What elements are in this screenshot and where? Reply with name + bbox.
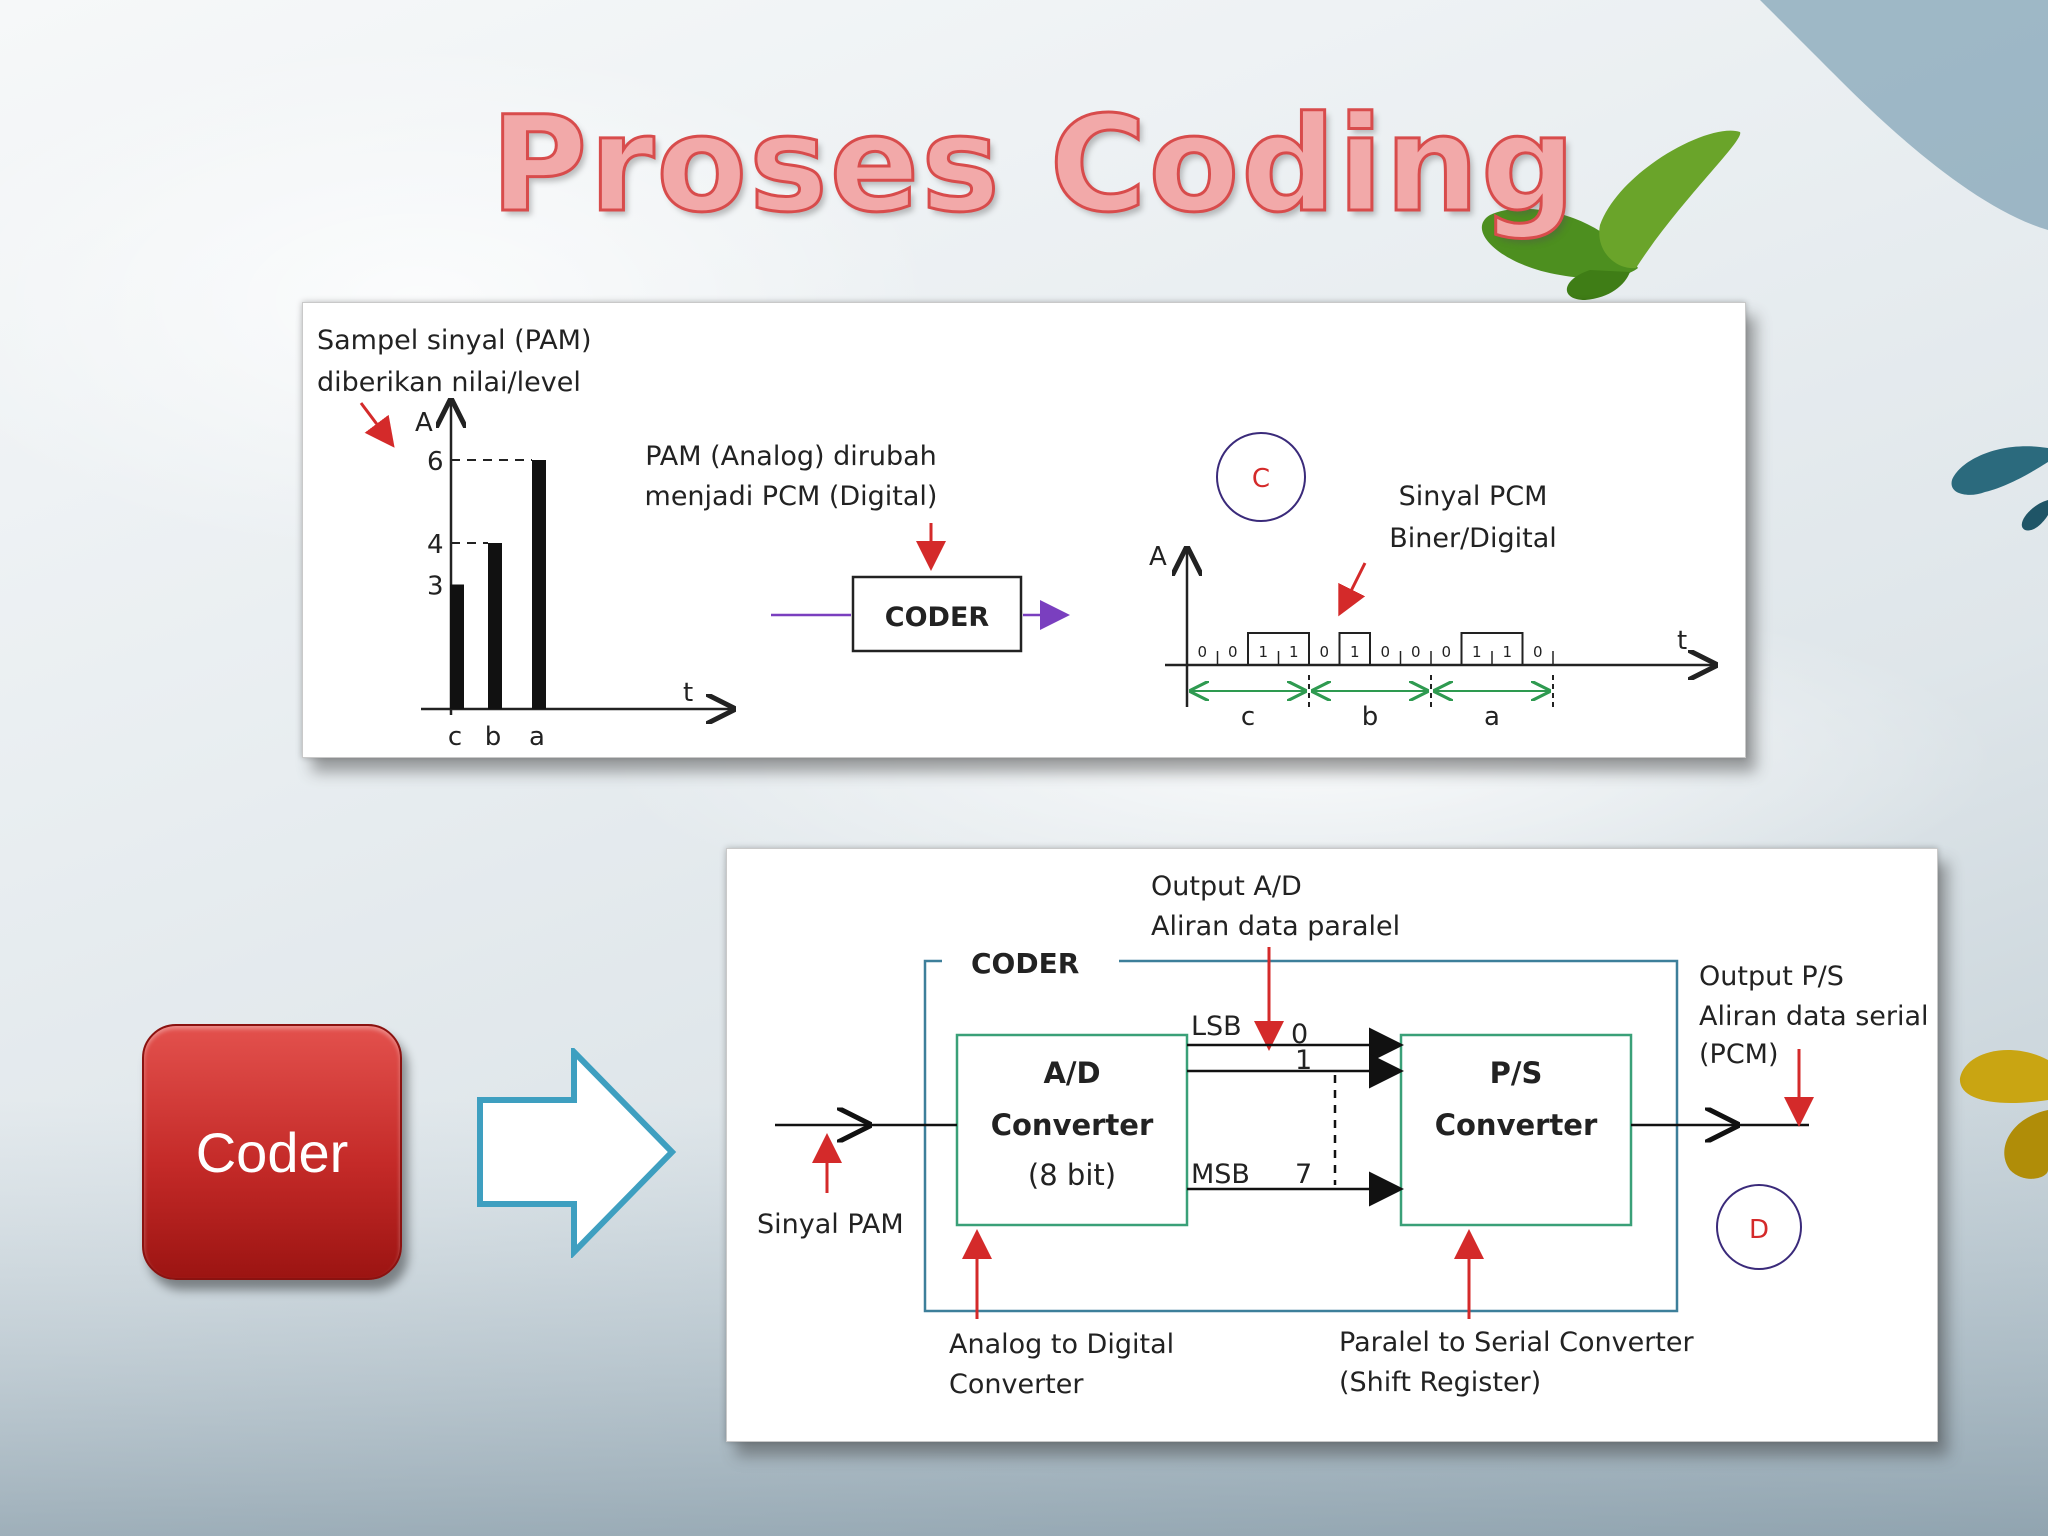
pcm-bit-label: 1 (1289, 643, 1299, 661)
pcm-note-line1: Sinyal PCM (1399, 481, 1548, 512)
pam-to-pcm-diagram: Sampel sinyal (PAM) diberikan nilai/leve… (317, 325, 1745, 752)
ps-note-line1: Paralel to Serial Converter (1339, 1327, 1694, 1358)
pam-level-label-6: 6 (427, 447, 444, 477)
pcm-bit-label: 0 (1197, 643, 1207, 661)
pam-level-guides: 6 4 3 (427, 447, 532, 602)
pcm-bit-label: 1 (1258, 643, 1268, 661)
output-ps-line3: (PCM) (1699, 1039, 1779, 1070)
pcm-waveform (1187, 632, 1553, 666)
pam-bar-c (450, 584, 464, 709)
bit0-label: 0 (1291, 1019, 1308, 1050)
adc-note-line2: Converter (949, 1369, 1084, 1400)
output-ad-line2: Aliran data paralel (1151, 911, 1400, 942)
bit7-label: 7 (1295, 1159, 1312, 1190)
output-ad-line1: Output A/D (1151, 871, 1302, 902)
pcm-bit-label: 0 (1533, 643, 1543, 661)
coder-note-line2: menjadi PCM (Digital) (645, 481, 938, 512)
pcm-axis-t-label: t (1677, 626, 1687, 656)
lsb-label: LSB (1191, 1011, 1242, 1042)
pcm-axis-a-label: A (1149, 542, 1167, 572)
green-butterfly-icon (1481, 130, 1741, 300)
pam-axis-a-label: A (415, 408, 433, 438)
coder-frame-label: CODER (971, 947, 1079, 980)
ad-converter-line3: (8 bit) (1028, 1158, 1116, 1192)
marker-d-circle (1716, 1184, 1802, 1270)
pcm-bit-label: 0 (1441, 643, 1451, 661)
pam-bar-a (532, 460, 546, 709)
pcm-group-label-c: c (1241, 702, 1255, 732)
sample-note-line1: Sampel sinyal (PAM) (317, 325, 592, 356)
pcm-bit-label: 1 (1502, 643, 1512, 661)
pcm-bit-train: 0 0 1 1 0 1 0 0 0 1 1 0 (1187, 632, 1554, 666)
pcm-bit-label: 0 (1228, 643, 1238, 661)
sinyal-pam-label: Sinyal PAM (757, 1209, 904, 1240)
pam-bar-label-c: c (448, 722, 462, 752)
coder-button[interactable]: Coder (142, 1024, 402, 1280)
pcm-bit-label: 1 (1350, 643, 1360, 661)
pcm-group-label-a: a (1484, 702, 1500, 732)
pcm-bit-label: 0 (1380, 643, 1390, 661)
yellow-butterfly-icon (1959, 1049, 2048, 1179)
pcm-note-line2: Biner/Digital (1389, 523, 1557, 554)
coder-block-diagram: CODER Output A/D Aliran data paralel A/D… (757, 871, 1929, 1400)
bit1-label: 1 (1295, 1045, 1312, 1076)
marker-d-label: D (1749, 1215, 1769, 1245)
sample-note-arrow (359, 402, 395, 448)
msb-label: MSB (1191, 1159, 1250, 1190)
adc-note-line1: Analog to Digital (949, 1329, 1174, 1360)
pam-to-pcm-panel: Sampel sinyal (PAM) diberikan nilai/leve… (302, 302, 1746, 758)
right-arrow-icon (477, 1048, 677, 1258)
pam-bar-b (488, 543, 502, 709)
output-ps-line2: Aliran data serial (1699, 1001, 1929, 1032)
pcm-bit-label: 1 (1472, 643, 1482, 661)
output-ps-line1: Output P/S (1699, 961, 1844, 992)
ps-converter-line1: P/S (1490, 1056, 1543, 1090)
sample-note-line2: diberikan nilai/level (317, 367, 581, 398)
marker-c-circle (1216, 432, 1306, 522)
coder-note-line1: PAM (Analog) dirubah (645, 441, 937, 472)
pam-level-label-3: 3 (427, 572, 444, 602)
blue-butterfly-icon (1951, 446, 2048, 531)
pam-level-label-4: 4 (427, 530, 444, 560)
coder-block-panel: CODER Output A/D Aliran data paralel A/D… (726, 848, 1938, 1442)
pam-bar-label-b: b (485, 722, 502, 752)
pam-bar-label-a: a (529, 722, 545, 752)
marker-c-label: C (1252, 464, 1270, 494)
coder-frame (923, 959, 1679, 1313)
ad-converter-box (955, 1033, 1189, 1227)
ad-converter-line2: Converter (991, 1108, 1154, 1142)
pcm-group-label-b: b (1362, 702, 1379, 732)
pcm-bit-label: 0 (1411, 643, 1421, 661)
ps-note-line2: (Shift Register) (1339, 1367, 1541, 1398)
pcm-note-arrow (1338, 562, 1367, 617)
slide-title: Proses Coding (489, 87, 1578, 244)
coder-box (851, 575, 1023, 653)
coder-box-label: CODER (885, 602, 990, 633)
pam-axis-t-label: t (683, 678, 693, 708)
ad-converter-line1: A/D (1043, 1056, 1100, 1090)
pcm-bit-label: 0 (1319, 643, 1329, 661)
ps-converter-box (1399, 1033, 1633, 1227)
ps-converter-line2: Converter (1435, 1108, 1598, 1142)
